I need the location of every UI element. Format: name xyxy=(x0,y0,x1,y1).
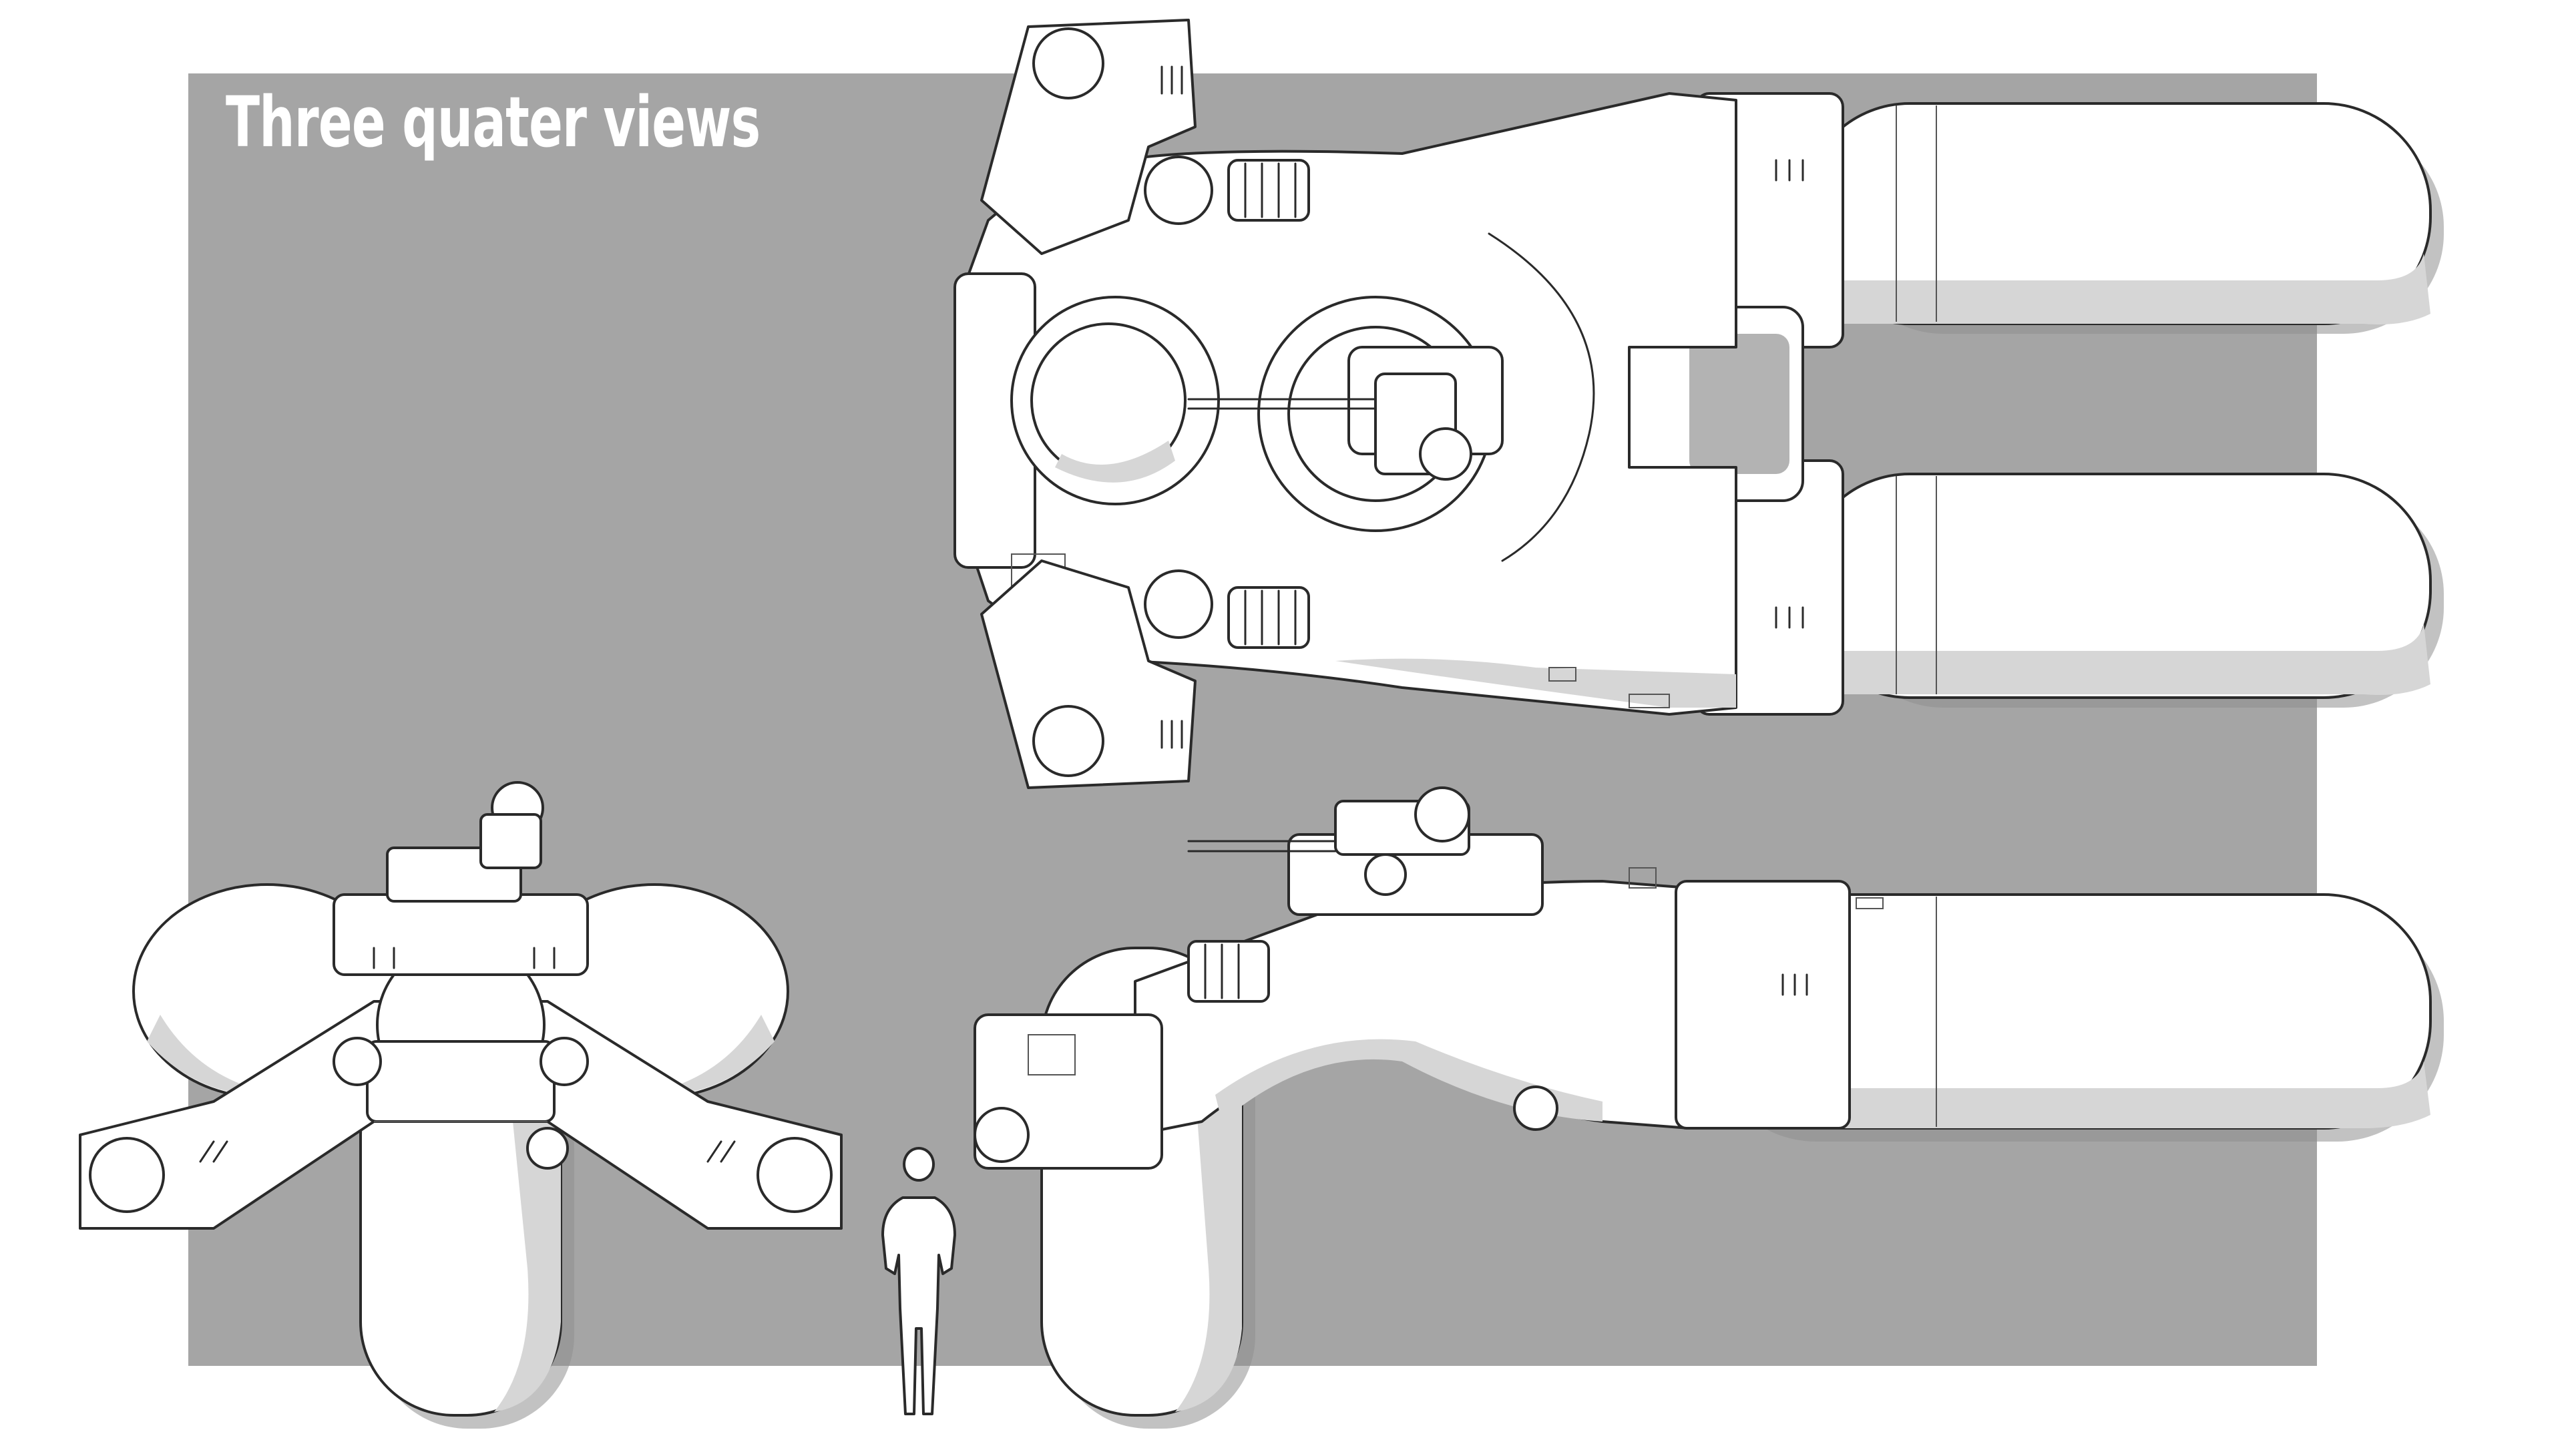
top-arm-upper xyxy=(980,19,1213,255)
top-vents-upper xyxy=(1227,159,1310,222)
top-view-vehicle xyxy=(953,19,2444,789)
top-vents-lower xyxy=(1227,586,1310,649)
top-pontoon-lower xyxy=(1801,473,2432,699)
human-scale-figure xyxy=(881,1147,956,1415)
top-arm-lower xyxy=(980,559,1213,789)
sheet-title: Three quater views xyxy=(226,81,761,163)
side-view-vehicle xyxy=(974,786,2444,1429)
top-turret-assembly xyxy=(1010,232,1595,562)
front-view-vehicle xyxy=(79,781,843,1429)
top-pontoon-upper xyxy=(1801,102,2432,325)
